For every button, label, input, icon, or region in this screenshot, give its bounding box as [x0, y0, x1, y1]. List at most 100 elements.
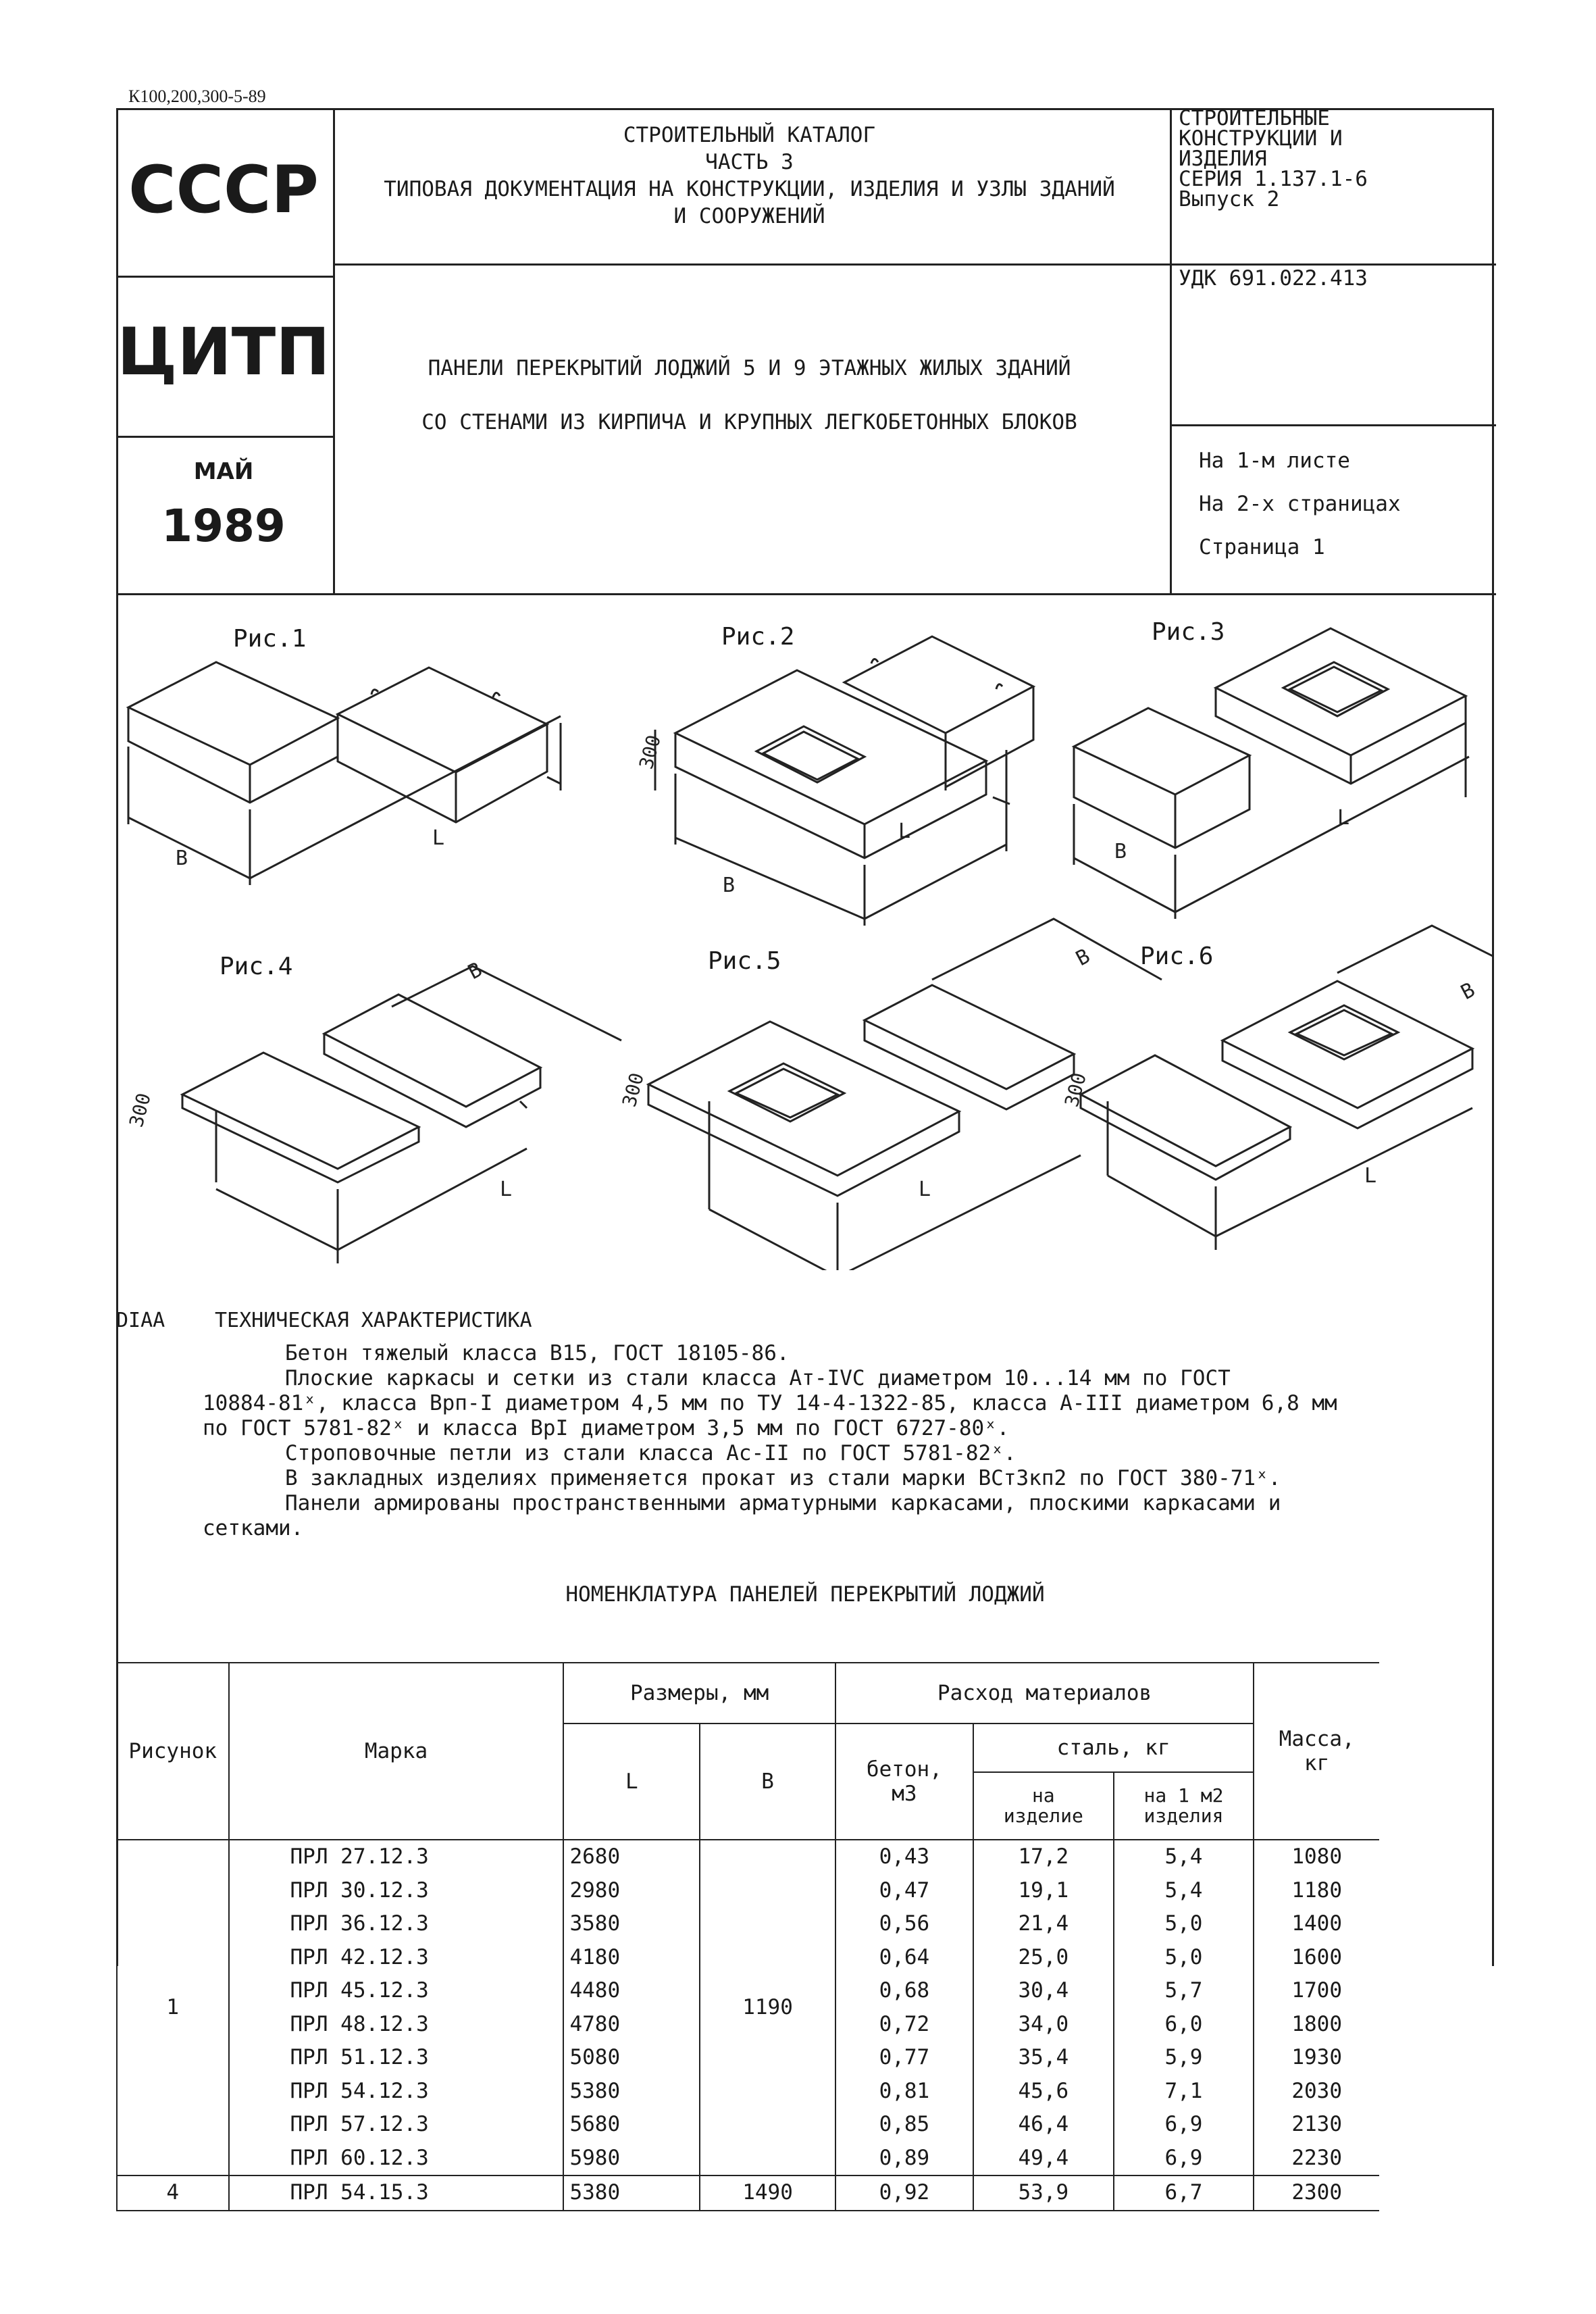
header-mass-line-1: Масса, [1279, 1727, 1355, 1751]
row-mark: ПРЛ 30.12.3 [228, 1873, 565, 1907]
document-code: К100,200,300-5-89 [128, 86, 266, 106]
table-row: ПРЛ 45.12.3 4480 0,68 30,4 5,7 1700 [117, 1974, 1379, 2008]
row-mark: ПРЛ 54.15.3 [228, 2175, 565, 2211]
table-row: ПРЛ 42.12.3 4180 0,64 25,0 5,0 1600 [117, 1940, 1379, 1974]
spec-line-5: Строповочные петли из стали класса Ас-II… [285, 1441, 1016, 1465]
section-block: СТРОИТЕЛЬНЫЕ КОНСТРУКЦИИ И ИЗДЕЛИЯ СЕРИЯ… [1179, 106, 1476, 210]
spec-line-7: Панели армированы пространственными арма… [285, 1491, 1281, 1515]
section-line-2: КОНСТРУКЦИИ И [1179, 126, 1343, 151]
row-mass: 1600 [1253, 1940, 1379, 1974]
spec-line-4: по ГОСТ 5781-82ˣ и класса ВрI диаметром … [203, 1416, 1010, 1440]
header-mass-line-2: кг [1304, 1751, 1330, 1776]
udc-code: УДК 691.022.413 [1179, 266, 1368, 291]
header-length: L [563, 1723, 701, 1840]
spec-code: DIAA [116, 1309, 165, 1332]
figure-2-width-dim: В [723, 874, 735, 897]
panel-drawings: 300 В L 300 В L В L В L 3 [125, 627, 1493, 1270]
row-steel-item: 35,4 [972, 2041, 1114, 2075]
row-mass: 1180 [1253, 1873, 1379, 1907]
row-length: 4180 [563, 1940, 701, 1974]
figure-3-width-dim: В [1114, 840, 1127, 863]
table-row-last: 4 ПРЛ 54.15.3 5380 1490 0,92 53,9 6,7 23… [116, 2175, 1379, 2211]
figure-5-width-dim: В [1072, 945, 1093, 971]
row-mass: 1930 [1253, 2041, 1379, 2075]
group-1-width: 1190 [699, 1840, 836, 2176]
spec-line-6: В закладных изделиях применяется прокат … [285, 1466, 1281, 1490]
spec-text: Бетон тяжелый класса В15, ГОСТ 18105-86.… [203, 1341, 1418, 1541]
row-mark: ПРЛ 27.12.3 [228, 1840, 565, 1874]
last-row-figure: 4 [116, 2175, 230, 2211]
table-row: ПРЛ 36.12.3 3580 0,56 21,4 5,0 1400 [117, 1907, 1379, 1941]
row-mark: ПРЛ 48.12.3 [228, 2007, 565, 2041]
row-steel-item: 25,0 [972, 1940, 1114, 1974]
sheet-frame [116, 108, 1496, 1966]
row-steel-item: 46,4 [972, 2108, 1114, 2142]
header-per-item-line-1: на [1031, 1784, 1055, 1807]
spec-title: ТЕХНИЧЕСКАЯ ХАРАКТЕРИСТИКА [215, 1309, 532, 1332]
table-row: 1 ПРЛ 27.12.3 2680 1190 0,43 17,2 5,4 10… [116, 1840, 1379, 2176]
figure-4-height-dim: 300 [125, 1090, 155, 1129]
catalog-block: СТРОИТЕЛЬНЫЙ КАТАЛОГ ЧАСТЬ 3 ТИПОВАЯ ДОК… [331, 122, 1168, 230]
row-width: 1490 [699, 2175, 836, 2211]
table-row: ПРЛ 57.12.3 5680 0,85 46,4 6,9 2130 [117, 2108, 1379, 2142]
figure-6-height-dim: 300 [1060, 1070, 1091, 1109]
row-concrete: 0,81 [834, 2074, 974, 2108]
catalog-subtitle-2: И СООРУЖЕНИЙ [673, 204, 825, 228]
org-country: СССР [128, 152, 319, 228]
pages-count: На 2-х страницах [1199, 492, 1401, 516]
row-steel-m2: 6,9 [1112, 2108, 1255, 2142]
section-line-1: СТРОИТЕЛЬНЫЕ [1179, 106, 1330, 130]
series: СЕРИЯ 1.137.1-6 [1179, 167, 1368, 191]
row-concrete: 0,64 [834, 1940, 974, 1974]
row-length: 5380 [563, 2175, 701, 2211]
row-steel-m2: 5,0 [1112, 1940, 1255, 1974]
row-mark: ПРЛ 42.12.3 [228, 1940, 565, 1974]
row-mark: ПРЛ 36.12.3 [228, 1907, 565, 1941]
row-concrete: 0,77 [834, 2041, 974, 2075]
figure-6-drawing [1078, 924, 1493, 1250]
row-mass: 2230 [1253, 2141, 1379, 2176]
product-title-line-1: ПАНЕЛИ ПЕРЕКРЫТИЙ ЛОДЖИЙ 5 И 9 ЭТАЖНЫХ Ж… [428, 356, 1071, 380]
header-concrete: бетон, м3 [834, 1723, 974, 1840]
row-steel-item: 19,1 [972, 1873, 1114, 1907]
header-mass: Масса, кг [1253, 1662, 1379, 1840]
row-mass: 2130 [1253, 2108, 1379, 2142]
header-consumption: Расход материалов [834, 1662, 1255, 1724]
table-title: НОМЕНКЛАТУРА ПАНЕЛЕЙ ПЕРЕКРЫТИЙ ЛОДЖИЙ [565, 1582, 1045, 1607]
header-figure: Рисунок [116, 1662, 230, 1840]
row-mark: ПРЛ 51.12.3 [228, 2041, 565, 2075]
table-row: ПРЛ 51.12.3 5080 0,77 35,4 5,9 1930 [117, 2041, 1379, 2075]
row-steel-m2: 5,4 [1112, 1840, 1255, 1874]
row-steel-item: 21,4 [972, 1907, 1114, 1941]
row-mass: 2030 [1253, 2074, 1379, 2108]
spec-line-3: 10884-81ˣ, класса Врп-I диаметром 4,5 мм… [203, 1391, 1337, 1415]
issue-year: 1989 [161, 500, 286, 552]
figure-6-length-dim: L [1364, 1164, 1376, 1188]
row-concrete: 0,56 [834, 1907, 974, 1941]
row-steel-m2: 5,9 [1112, 2041, 1255, 2075]
row-steel-m2: 6,7 [1112, 2175, 1255, 2211]
table-body: 1 ПРЛ 27.12.3 2680 1190 0,43 17,2 5,4 10… [116, 1840, 1379, 2211]
header-concrete-unit: м3 [892, 1782, 917, 1806]
table-row: ПРЛ 48.12.3 4780 0,72 34,0 6,0 1800 [117, 2007, 1379, 2041]
sheets-count: На 1-м листе [1199, 449, 1350, 473]
row-concrete: 0,47 [834, 1873, 974, 1907]
figure-6-width-dim: В [1457, 978, 1478, 1005]
row-length: 4480 [563, 1974, 701, 2008]
row-steel-m2: 5,4 [1112, 1873, 1255, 1907]
figure-label-4: Рис.4 [220, 953, 293, 980]
header-concrete-line-1: бетон, [866, 1757, 942, 1782]
org-name: ЦИТП [117, 314, 330, 390]
table-row: ПРЛ 30.12.3 2980 0,47 19,1 5,4 1180 [117, 1873, 1379, 1907]
figure-5-length-dim: L [919, 1178, 931, 1201]
header-width: В [699, 1723, 836, 1840]
header-steel-per-item: на изделие [972, 1771, 1114, 1840]
catalog-subtitle-1: ТИПОВАЯ ДОКУМЕНТАЦИЯ НА КОНСТРУКЦИИ, ИЗД… [384, 177, 1115, 201]
issue-month: МАЙ [193, 458, 254, 485]
row-steel-m2: 5,7 [1112, 1974, 1255, 2008]
figure-2-length-dim: L [898, 820, 910, 843]
row-length: 5380 [563, 2074, 701, 2108]
figure-4-drawing [180, 965, 622, 1263]
row-steel-item: 49,4 [972, 2141, 1114, 2176]
row-length: 2680 [563, 1840, 701, 1874]
